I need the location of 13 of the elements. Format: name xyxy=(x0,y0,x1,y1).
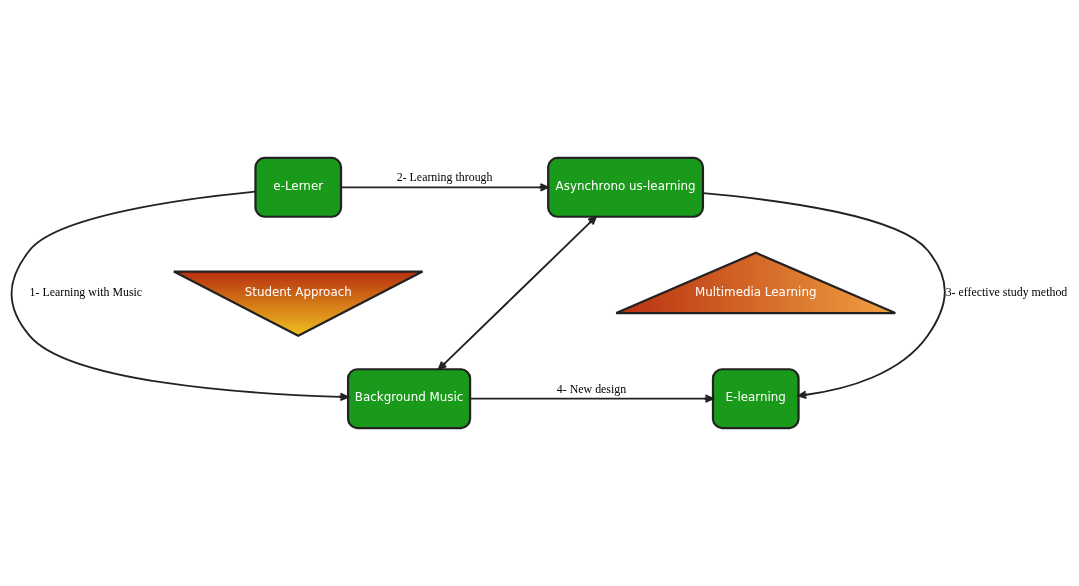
node-box: e-Lerner xyxy=(254,156,343,218)
edge-label: 1- Learning with Music xyxy=(29,284,143,299)
node-box: Asynchrono us-learning xyxy=(547,156,705,218)
arrow xyxy=(437,215,597,371)
arrow xyxy=(469,394,714,403)
edge-label: 3- effective study method xyxy=(945,284,1068,299)
node-box: E-learning xyxy=(711,368,800,430)
edge-label: 2- Learning through xyxy=(396,170,493,185)
arrow xyxy=(10,190,349,402)
edge-label: 4- New design xyxy=(556,381,627,396)
arrow xyxy=(340,183,549,192)
arrow xyxy=(702,192,946,399)
node-box: Background Music xyxy=(346,368,472,430)
